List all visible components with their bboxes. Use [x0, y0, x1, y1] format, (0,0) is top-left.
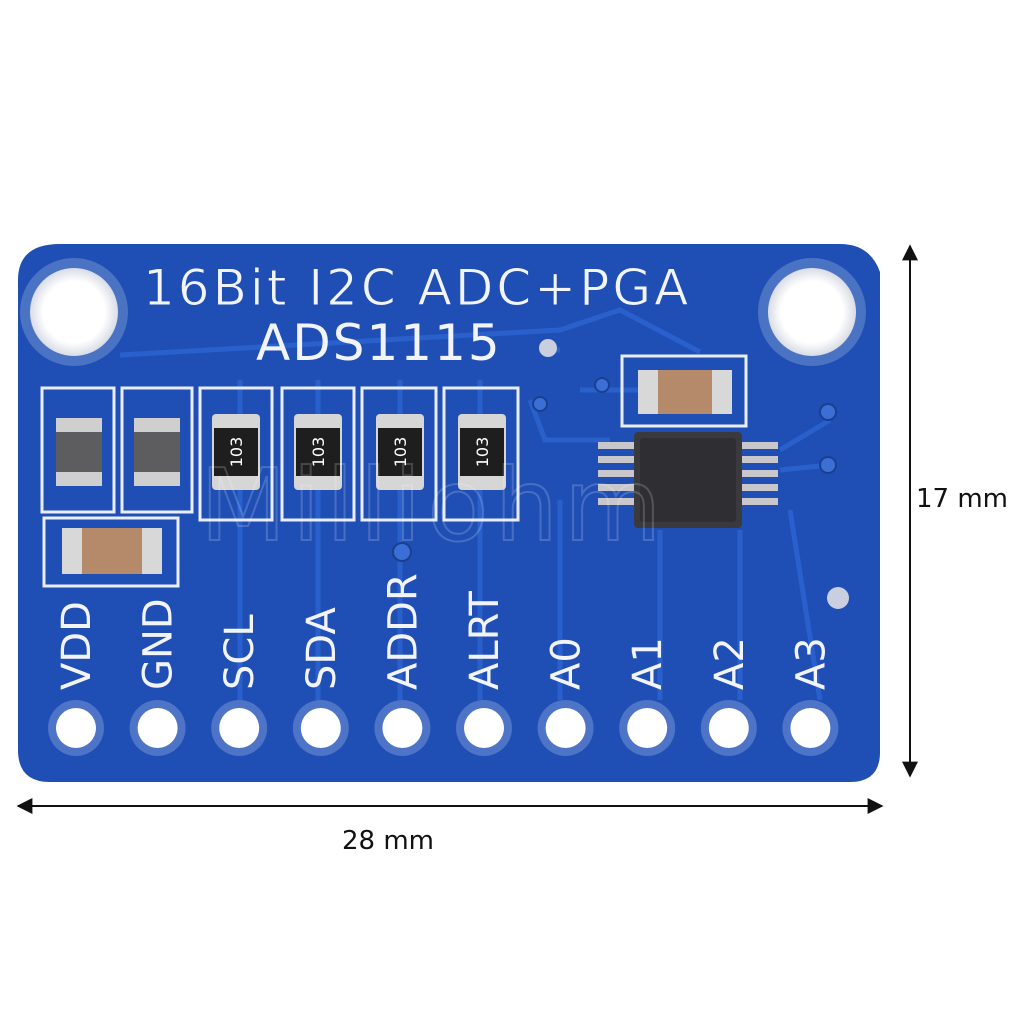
pin-label-addr: ADDR [380, 573, 426, 690]
resistor-components: 103 103 103 103 [212, 414, 506, 490]
resistor-code-label: 103 [227, 437, 246, 468]
pin-hole [56, 708, 96, 748]
capacitor-components [56, 370, 732, 574]
pin-label-a2: A2 [707, 637, 753, 690]
pin-hole [300, 708, 341, 748]
mounting-holes [20, 258, 866, 366]
pin-labels: VDD GND SCL SDA ADDR ALRT A0 A1 A2 A3 [54, 573, 834, 690]
watermark: Milliohm [200, 447, 667, 564]
resistor-code-label: 103 [473, 437, 492, 468]
width-dimension-label: 28 mm [342, 826, 435, 856]
pin-hole [545, 708, 586, 748]
resistor-code-label: 103 [309, 437, 328, 468]
height-dimension-label: 17 mm [916, 484, 1009, 514]
pin-label-a0: A0 [544, 637, 590, 690]
board-title: 16Bit I2C ADC+PGA [143, 259, 691, 317]
pin-label-alrt: ALRT [462, 590, 508, 690]
adc-chip [598, 432, 778, 528]
pin-hole [627, 708, 668, 748]
resistor-core [460, 428, 504, 476]
pin-hole [708, 708, 749, 748]
resistor-core [296, 428, 340, 476]
pin-label-scl: SCL [217, 614, 263, 690]
pin-header [48, 700, 839, 756]
pin-label-gnd: GND [136, 598, 182, 690]
resistor-code-label: 103 [391, 437, 410, 468]
pin-label-vdd: VDD [54, 601, 100, 690]
pin-hole [137, 708, 178, 748]
resistor-core [378, 428, 422, 476]
pin-hole [382, 708, 423, 748]
pin-hole [464, 708, 504, 748]
pin-hole [219, 708, 260, 748]
resistor-core [214, 428, 258, 476]
board-model: ADS1115 [256, 314, 502, 372]
pin-hole [790, 708, 831, 748]
pin-label-a3: A3 [788, 637, 834, 690]
pin-label-sda: SDA [299, 607, 345, 690]
pin-label-a1: A1 [625, 637, 671, 690]
silkscreen-outlines [40, 354, 748, 588]
vias [392, 339, 849, 609]
